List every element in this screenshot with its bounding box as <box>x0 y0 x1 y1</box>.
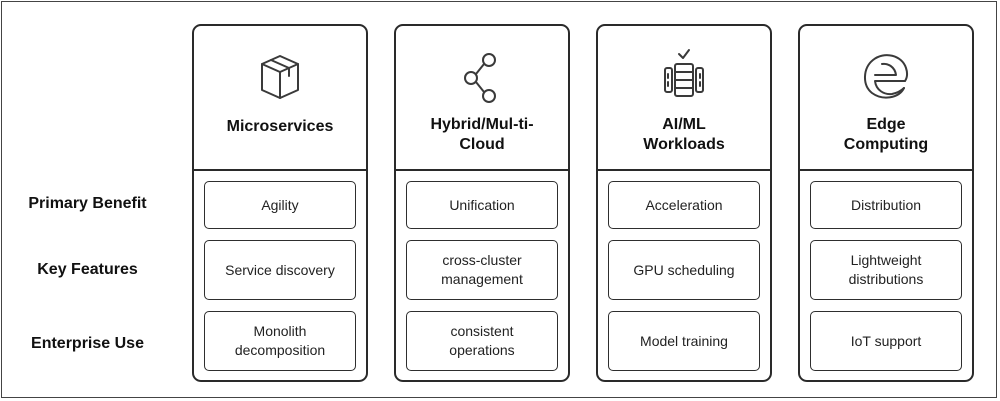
column-hybrid-multi-cloud: Hybrid/Mul-ti-Cloud Unification cross-cl… <box>394 24 570 382</box>
column-title: AI/ML Workloads <box>643 116 725 153</box>
column-ai-ml-workloads: AI/ML Workloads Acceleration GPU schedul… <box>596 24 772 382</box>
column-header: Microservices <box>194 26 366 171</box>
column-edge-computing: Edge Computing Distribution Lightweight … <box>798 24 974 382</box>
cell-primary-benefit: Agility <box>204 181 356 229</box>
edge-e-icon <box>858 48 914 104</box>
gpu-chip-icon <box>656 48 712 104</box>
cell-primary-benefit: Acceleration <box>608 181 760 229</box>
cell-key-features: Lightweight distributions <box>810 240 962 300</box>
cell-key-features: Service discovery <box>204 240 356 300</box>
cell-enterprise-use: IoT support <box>810 311 962 371</box>
column-title: Hybrid/Mul-ti-Cloud <box>430 116 534 153</box>
row-label-primary-benefit: Primary Benefit <box>28 195 147 212</box>
cell-enterprise-use: Model training <box>608 311 760 371</box>
column-microservices: Microservices Agility Service discovery … <box>192 24 368 382</box>
cell-enterprise-use: Monolith decomposition <box>204 311 356 371</box>
nodes-link-icon <box>454 48 510 104</box>
cell-key-features: cross-cluster management <box>406 240 558 300</box>
cell-enterprise-use: consistent operations <box>406 311 558 371</box>
column-header: AI/ML Workloads <box>598 26 770 171</box>
cell-primary-benefit: Distribution <box>810 181 962 229</box>
column-header: Edge Computing <box>800 26 972 171</box>
row-label-key-features: Key Features <box>37 261 138 278</box>
cell-key-features: GPU scheduling <box>608 240 760 300</box>
column-title: Microservices <box>226 118 334 135</box>
row-label-enterprise-use: Enterprise Use <box>31 335 144 352</box>
cube-icon <box>252 48 308 104</box>
column-header: Hybrid/Mul-ti-Cloud <box>396 26 568 171</box>
column-title: Edge Computing <box>843 116 929 153</box>
cell-primary-benefit: Unification <box>406 181 558 229</box>
